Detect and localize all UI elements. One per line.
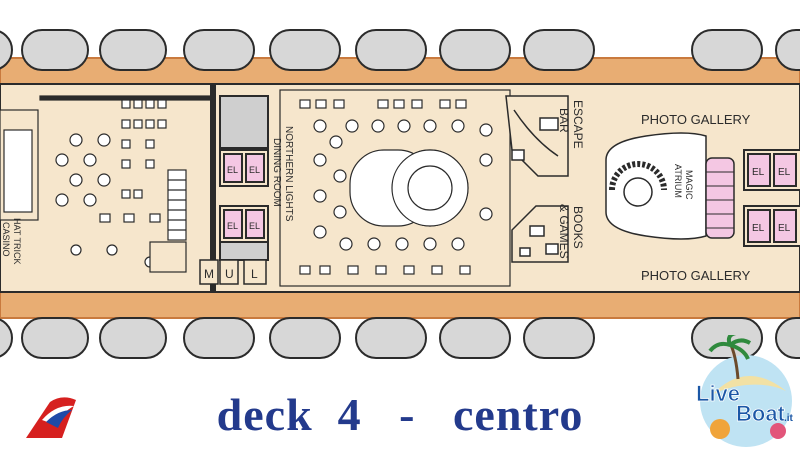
dining-label-line1: NORTHERN LIGHTS <box>283 126 294 222</box>
dining-room <box>279 89 511 287</box>
dining-label-line2: DINING ROOM <box>271 138 282 207</box>
caption-area: centro <box>453 389 584 440</box>
atrium-label-line1: MAGIC <box>684 170 694 200</box>
watermark-live: Live <box>696 381 740 406</box>
restroom-m: M <box>204 267 214 281</box>
casino-label-line1: HAT TRICK <box>12 218 22 265</box>
elevator-label: EL <box>778 223 791 234</box>
atrium-label-line2: ATRIUM <box>673 164 683 198</box>
books-games-room <box>511 205 569 263</box>
watermark-suffix: .it <box>784 413 794 424</box>
restroom-u: U <box>225 267 234 281</box>
lifeboats-top <box>0 29 800 71</box>
elevator-bank-right <box>743 149 800 247</box>
dining-label: NORTHERN LIGHTS DINING ROOM <box>271 126 294 224</box>
elevator-bank-left <box>219 149 269 243</box>
elevator-label: EL <box>752 167 765 178</box>
books-games-label-line1: BOOKS <box>571 206 585 249</box>
deck-caption: deck 4 - centro <box>0 388 800 441</box>
escape-bar-label: ESCAPE BAR <box>557 100 585 152</box>
escape-bar-label-line1: ESCAPE <box>571 100 585 149</box>
restrooms <box>199 259 267 285</box>
restroom-l: L <box>251 267 258 281</box>
casino-label: HAT TRICK CASINO <box>1 218 22 267</box>
caption-number: 4 <box>337 389 362 440</box>
atrium-label: MAGIC ATRIUM <box>673 164 694 202</box>
photo-gallery-bottom-label: PHOTO GALLERY <box>641 268 751 283</box>
magic-atrium <box>605 132 735 240</box>
bulkhead-wall <box>210 84 216 292</box>
elevator-label: EL <box>249 165 260 175</box>
elevator-label: EL <box>249 221 260 231</box>
carnival-funnel-logo <box>26 397 76 438</box>
lifeboats-bottom <box>0 317 800 359</box>
books-games-label-line2: & GAMES <box>557 204 571 259</box>
elevator-label: EL <box>752 223 765 234</box>
service-block-top <box>219 95 269 149</box>
elevator-label: EL <box>227 165 238 175</box>
books-games-label: BOOKS & GAMES <box>557 204 585 259</box>
escape-bar <box>505 95 569 177</box>
caption-deck: deck <box>216 389 313 440</box>
photo-gallery-top-label: PHOTO GALLERY <box>641 112 751 127</box>
casino-area <box>0 95 211 273</box>
promenade-deck-bottom <box>0 291 800 319</box>
casino-label-line2: CASINO <box>1 222 11 257</box>
escape-bar-label-line2: BAR <box>557 108 571 133</box>
elevator-label: EL <box>778 167 791 178</box>
watermark-boat: Boat <box>736 401 786 426</box>
liveboat-watermark-logo: Live Boat .it <box>696 335 794 447</box>
elevator-label: EL <box>227 221 238 231</box>
deck-plan-map: EL EL EL EL M U L <box>0 29 800 359</box>
caption-dash: - <box>399 389 416 440</box>
